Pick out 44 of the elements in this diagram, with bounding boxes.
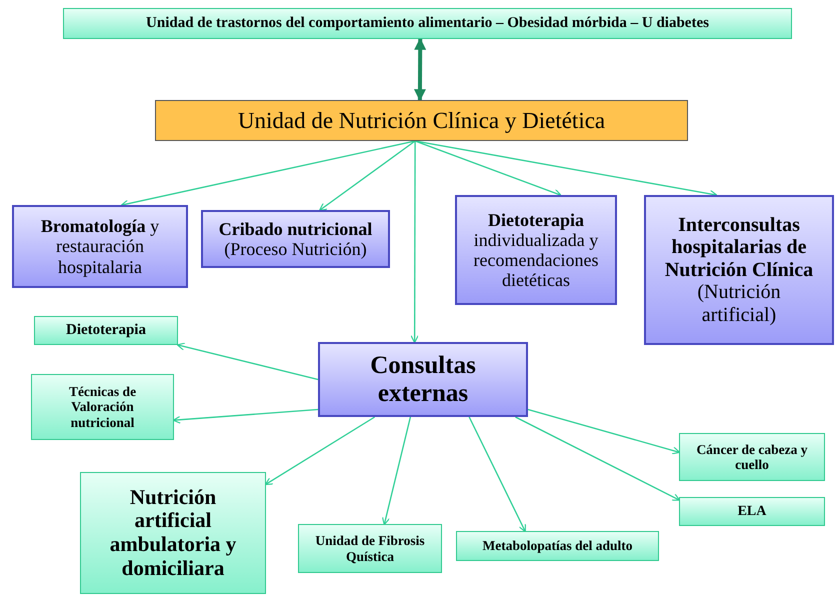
box-text: (Proceso Nutrición) <box>224 239 367 260</box>
arrow <box>410 141 419 344</box>
arrow <box>414 140 718 198</box>
service-box <box>644 195 834 345</box>
box-text: Técnicas de Valoración nutricional <box>68 384 138 430</box>
main-unit-box <box>155 100 688 141</box>
box-text: Consultas externas <box>369 352 477 408</box>
arrow <box>172 408 318 424</box>
arrow <box>264 416 376 486</box>
unit-box <box>679 497 825 526</box>
box-text: (Nutrición artificial) <box>696 281 782 326</box>
arrow <box>318 140 416 211</box>
box-text: Interconsultas hospitalarias de Nutrición Clínica <box>664 214 814 282</box>
unit-box <box>456 531 659 561</box>
box-text: ELA <box>738 504 766 520</box>
box-text: individualizada y recomendaciones dietéticas <box>472 230 600 290</box>
box-text: Nutrición artificial ambulatoria y domiciliara <box>108 486 238 580</box>
unit-box <box>31 374 174 440</box>
arrow <box>414 140 562 197</box>
service-box <box>455 195 617 305</box>
service-box <box>318 342 528 417</box>
arrow <box>414 38 426 102</box>
arrow <box>120 140 416 208</box>
arrow <box>515 416 680 501</box>
box-text: Unidad de Nutrición Clínica y Dietética <box>238 108 606 134</box>
arrow <box>382 416 412 526</box>
unit-box <box>63 8 792 39</box>
box-text: Unidad de trastornos del comportamiento alimentario – Obesidad mórbida – U diabetes <box>146 15 709 32</box>
arrow <box>468 416 526 532</box>
box-text: Unidad de Fibrosis Quística <box>314 533 426 564</box>
box-text: Cribado nutricional <box>218 218 372 239</box>
box-text: Dietoterapia <box>488 210 584 230</box>
unit-box <box>34 316 178 345</box>
box-text: Bromatología y restauración hospitalaria <box>40 216 160 277</box>
unit-box <box>298 524 442 573</box>
box-text: Cáncer de cabeza y cuello <box>695 442 809 472</box>
box-text: Metabolopatías del adulto <box>482 538 632 554</box>
service-box <box>12 205 188 288</box>
arrow <box>176 342 318 380</box>
unit-box <box>80 472 266 594</box>
box-text: Dietoterapia <box>66 322 146 339</box>
arrow <box>528 408 680 454</box>
service-box <box>201 210 390 268</box>
unit-box <box>679 433 825 481</box>
